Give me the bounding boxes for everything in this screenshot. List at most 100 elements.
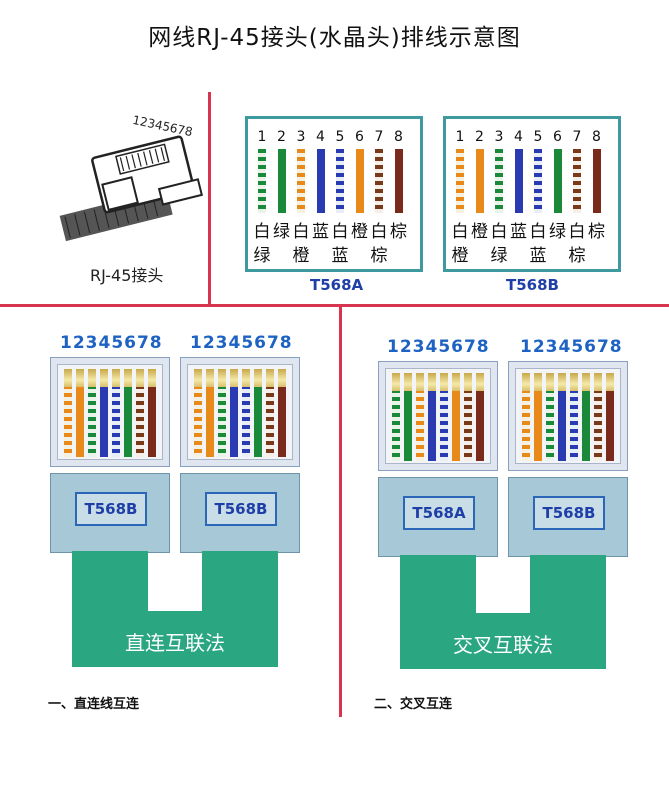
connector-wire	[416, 391, 424, 461]
connector-wire	[570, 391, 578, 461]
pin-number: 4	[510, 129, 528, 145]
wire-color-label: 白	[489, 217, 509, 242]
pin-number: 3	[490, 129, 508, 145]
connector-wire	[254, 387, 262, 457]
connector-wire	[136, 387, 144, 457]
connector-wire	[230, 387, 238, 457]
wire-color-label: 白	[369, 217, 389, 242]
cable-straight-label: 直连互联法	[75, 627, 275, 656]
connector-wire	[266, 387, 274, 457]
wire-color-label: 绿	[252, 241, 272, 266]
connector-pin-numbers: 12345678	[520, 337, 623, 357]
connector-wire	[428, 391, 436, 461]
wire-color-label: 白	[291, 217, 311, 242]
cable-straight-right-leg	[202, 551, 278, 611]
wire-color-swatch	[593, 149, 601, 213]
wire-color-label: 白	[252, 217, 272, 242]
divider-horizontal	[0, 304, 669, 307]
connector-wire	[582, 391, 590, 461]
boot-standard-tag: T568A	[403, 496, 475, 530]
page-title: 网线RJ-45接头(水晶头)排线示意图	[0, 18, 669, 52]
connector-wire	[88, 387, 96, 457]
wire-color-label: 橙	[291, 241, 311, 266]
wire-color-swatch	[317, 149, 325, 213]
pin-number: 7	[568, 129, 586, 145]
cable-cross-left-leg	[400, 555, 476, 613]
t568b-label: T568B	[506, 276, 559, 294]
cable-straight-base: 直连互联法	[72, 611, 278, 667]
boot-standard-tag: T568B	[205, 492, 277, 526]
connector-wire	[392, 391, 400, 461]
connector-wire	[452, 391, 460, 461]
wire-color-swatch	[336, 149, 344, 213]
wire-color-label: 蓝	[509, 217, 529, 242]
cable-cross-label: 交叉互联法	[403, 629, 603, 658]
connector-wire	[76, 387, 84, 457]
pin-number: 4	[312, 129, 330, 145]
wire-color-swatch	[278, 149, 286, 213]
connector-wire	[476, 391, 484, 461]
wire-color-label: 橙	[470, 217, 490, 242]
connector-wire	[594, 391, 602, 461]
section-caption-cross: 二、交叉互连	[374, 693, 452, 712]
wire-color-label: 绿	[272, 217, 292, 242]
pin-number: 6	[351, 129, 369, 145]
connector-wire	[100, 387, 108, 457]
pin-number: 8	[588, 129, 606, 145]
connector-wire	[206, 387, 214, 457]
t568a-label: T568A	[310, 276, 363, 294]
connector-wire	[242, 387, 250, 457]
connector-wire	[64, 387, 72, 457]
boot-straight-left: T568B	[50, 473, 170, 553]
wire-color-label: 白	[528, 217, 548, 242]
wire-color-label: 棕	[369, 241, 389, 266]
connector-wire	[218, 387, 226, 457]
wire-color-swatch	[573, 149, 581, 213]
pin-number: 1	[253, 129, 271, 145]
wire-color-swatch	[456, 149, 464, 213]
divider-vertical-bottom	[339, 307, 342, 717]
pin-number: 3	[292, 129, 310, 145]
boot-cross-right: T568B	[508, 477, 628, 557]
wire-color-swatch	[375, 149, 383, 213]
wire-color-swatch	[395, 149, 403, 213]
connector-pin-numbers: 12345678	[190, 333, 293, 353]
wire-color-label: 橙	[350, 217, 370, 242]
wire-color-label: 绿	[489, 241, 509, 266]
pin-number: 5	[331, 129, 349, 145]
pin-number: 2	[471, 129, 489, 145]
connector-wire	[148, 387, 156, 457]
connector-straight-right	[180, 357, 300, 467]
connector-wire	[464, 391, 472, 461]
connector-wire	[124, 387, 132, 457]
pin-number: 2	[273, 129, 291, 145]
connector-wire	[558, 391, 566, 461]
connector-wire	[534, 391, 542, 461]
wire-color-label: 棕	[567, 241, 587, 266]
plug-caption: RJ-45接头	[90, 262, 163, 286]
wire-color-swatch	[476, 149, 484, 213]
pin-number: 1	[451, 129, 469, 145]
wire-color-swatch	[258, 149, 266, 213]
connector-wire	[546, 391, 554, 461]
wire-color-label: 棕	[587, 217, 607, 242]
wire-color-label: 绿	[548, 217, 568, 242]
cable-straight-left-leg	[72, 551, 148, 611]
connector-wire	[404, 391, 412, 461]
pin-number: 6	[549, 129, 567, 145]
rj45-plug-illustration	[40, 128, 210, 258]
boot-standard-tag: T568B	[75, 492, 147, 526]
connector-wire	[606, 391, 614, 461]
boot-straight-right: T568B	[180, 473, 300, 553]
pin-number: 7	[370, 129, 388, 145]
wire-color-swatch	[495, 149, 503, 213]
wire-color-swatch	[515, 149, 523, 213]
connector-wire	[522, 391, 530, 461]
wire-color-swatch	[554, 149, 562, 213]
boot-standard-tag: T568B	[533, 496, 605, 530]
wire-color-label: 白	[450, 217, 470, 242]
wire-color-label: 蓝	[330, 241, 350, 266]
wire-color-label: 棕	[389, 217, 409, 242]
